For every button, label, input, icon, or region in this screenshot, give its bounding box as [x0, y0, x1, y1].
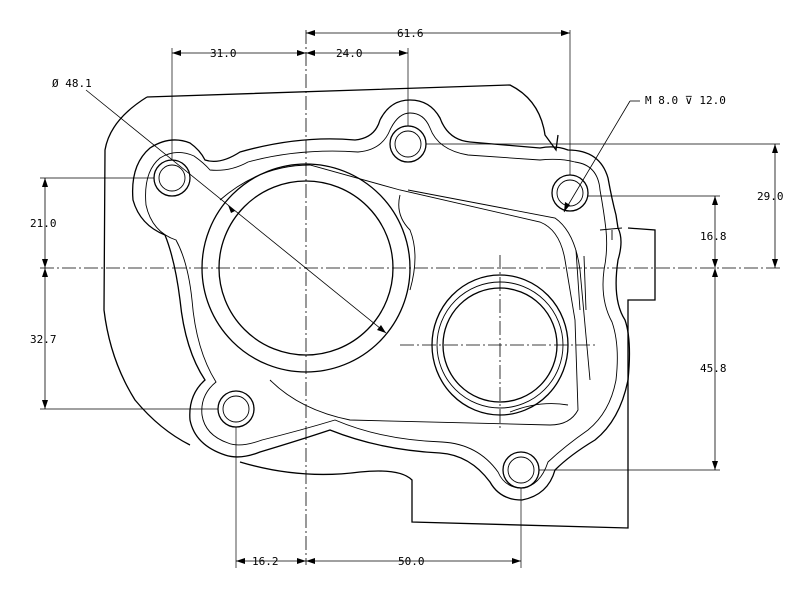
dim-left-top: 21.0: [30, 217, 57, 230]
dim-right-mid: 16.8: [700, 230, 727, 243]
dim-thread: M 8.0 ⊽ 12.0: [645, 94, 726, 107]
dim-right-top: 29.0: [757, 190, 784, 203]
dim-top-left: 31.0: [210, 47, 237, 60]
main-port: [201, 163, 591, 426]
dim-bottom-left: 16.2: [252, 555, 279, 568]
dimension-labels: 61.6 31.0 24.0 Ø 48.1 M 8.0 ⊽ 12.0 29.0 …: [30, 27, 784, 568]
bolt-holes: [153, 125, 589, 489]
housing-body: [103, 84, 656, 529]
extension-lines: [40, 30, 780, 568]
dim-right-bottom: 45.8: [700, 362, 727, 375]
dim-left-bottom: 32.7: [30, 333, 57, 346]
right-details: [575, 227, 623, 311]
bolt-hole-top-left: [153, 159, 191, 197]
dimension-lines: [42, 30, 778, 564]
dim-diameter: Ø 48.1: [52, 77, 92, 90]
bolt-hole-top-center: [389, 125, 427, 163]
bolt-hole-bottom-right: [502, 451, 540, 489]
dim-top-mid: 24.0: [336, 47, 363, 60]
dim-bottom-right: 50.0: [398, 555, 425, 568]
dim-top-overall: 61.6: [397, 27, 424, 40]
center-lines: [40, 30, 780, 565]
bolt-hole-bottom-left: [217, 390, 255, 428]
